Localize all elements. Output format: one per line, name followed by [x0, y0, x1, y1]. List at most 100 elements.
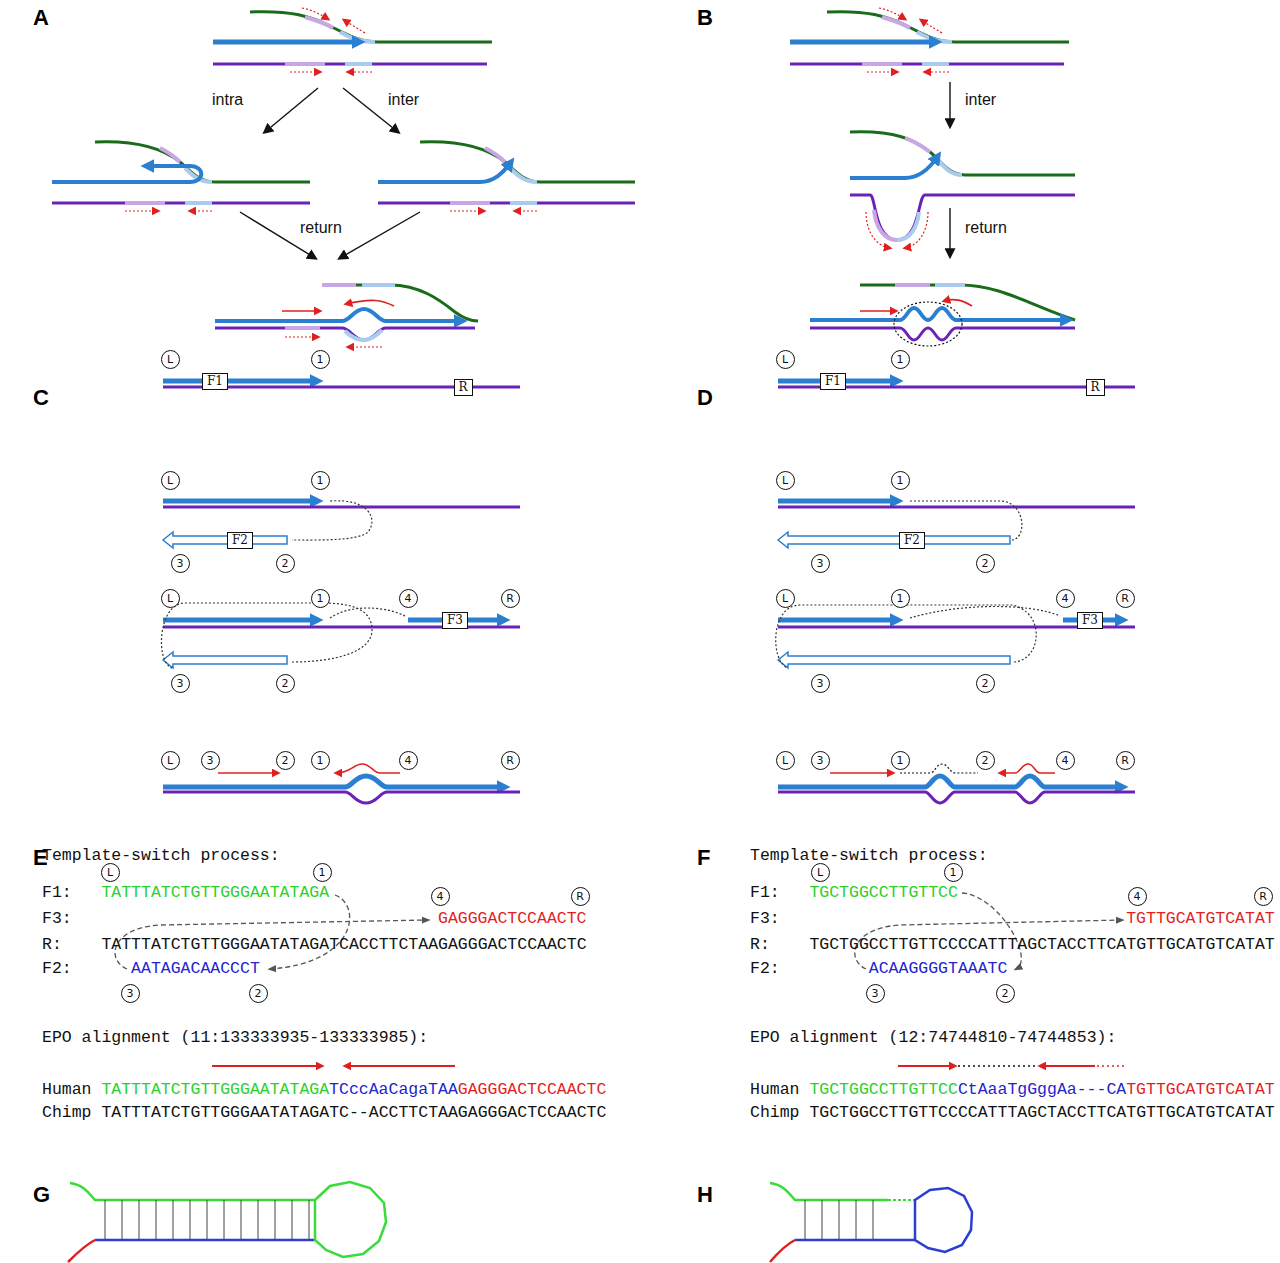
sequence-text: F1:	[750, 884, 780, 902]
panel-d-strands-part	[900, 764, 978, 773]
callout-circle: L	[776, 751, 795, 770]
callout-circle: 1	[891, 589, 910, 608]
sequence-green: TATTTATCTGTTGGGAATATAGA	[101, 1081, 329, 1099]
template-switch-start-part	[305, 17, 333, 28]
sequence-text: F3:	[750, 910, 780, 928]
returned-strand-part	[215, 328, 475, 340]
hairpin-h-part	[770, 1183, 888, 1200]
panel-d-strands-part	[776, 605, 1037, 668]
callout-circle: R	[1116, 589, 1135, 608]
sequence-blue: CtAaaTgGggAa---CA	[958, 1081, 1126, 1099]
sequence-red: GAGGGACTCCAACTC	[438, 910, 587, 928]
returned-strand-loop-part	[894, 302, 962, 346]
stage-arrows-part	[949, 208, 950, 256]
callout-number: 1	[317, 474, 324, 487]
callout-circle: 2	[996, 984, 1015, 1003]
hairpin-h	[770, 1183, 972, 1262]
template-switch-start-part	[290, 71, 320, 72]
intra-switch-part	[190, 210, 212, 211]
template-switch-start-part	[344, 20, 365, 33]
step-label: inter	[965, 91, 996, 109]
hairpin-g	[68, 1182, 386, 1262]
hairpin-h-part	[805, 1200, 873, 1240]
callout-circle: 4	[399, 751, 418, 770]
callout-circle: L	[811, 863, 830, 882]
inter-switch-loop-part	[935, 157, 962, 175]
callout-circle: 3	[171, 674, 190, 693]
inter-switch-loop	[850, 132, 1075, 248]
sequence-green: TGCTGGCCTTGTTCC	[809, 1081, 958, 1099]
panel-d-strands-part	[778, 792, 1135, 803]
sequence-blue: TCccAaCagaTAA	[329, 1081, 458, 1099]
panel-c-strands-part	[330, 608, 405, 618]
panel-d-strands-part	[910, 606, 1060, 618]
panel-d-strands-part	[778, 506, 1135, 509]
returned-strand-part	[285, 326, 320, 330]
panel-d-strands-part	[830, 772, 893, 774]
alignment-arrows-part	[345, 1065, 455, 1067]
inter-switch-loop-part	[850, 156, 938, 178]
hairpin-h-part	[795, 1239, 915, 1242]
returned-strand-loop-part	[810, 328, 1075, 340]
fragment-box: F2	[899, 532, 925, 549]
sequence-text: EPO alignment (12:74744810-74744853):	[750, 1029, 1116, 1047]
callout-circle: L	[161, 471, 180, 490]
callout-number: 3	[872, 987, 879, 1000]
sequence-text: Human	[750, 1081, 800, 1099]
returned-strand	[215, 285, 478, 347]
fragment-box: F1	[820, 373, 846, 390]
panel-c-strands-part	[163, 379, 318, 384]
callout-circle: R	[501, 589, 520, 608]
callout-circle: 4	[1056, 751, 1075, 770]
callout-number: 4	[405, 592, 412, 605]
callout-number: 3	[207, 754, 214, 767]
callout-circle: 4	[1056, 589, 1075, 608]
returned-strand-part	[282, 310, 320, 312]
callout-circle: 2	[249, 984, 268, 1003]
sequence-text: TGCTGGCCTTGTTCCCCATTTAGCTACCTTCATGTTGCAT…	[809, 936, 1274, 954]
alignment-arrows-part	[958, 1065, 1035, 1067]
panel-c-strands-part	[163, 618, 318, 623]
inter-switch-part	[450, 201, 490, 205]
callout-number: 3	[177, 677, 184, 690]
callout-circle: L	[161, 751, 180, 770]
inter-switch-part	[510, 168, 537, 182]
sequence-text: Template-switch process:	[750, 847, 988, 865]
fragment-name: F2	[904, 533, 920, 547]
template-switch-start-part	[213, 63, 487, 66]
callout-number: 1	[317, 592, 324, 605]
callout-number: 2	[255, 987, 262, 1000]
callout-number: 2	[982, 557, 989, 570]
callout-circle: 1	[891, 751, 910, 770]
inter-switch-loop-part	[897, 212, 919, 240]
intra-switch-part	[185, 201, 212, 205]
hairpin-g-part	[95, 1239, 315, 1242]
inter-switch-part	[450, 210, 484, 211]
hairpin-g-part	[70, 1183, 315, 1200]
inter-switch-loop-part	[866, 212, 890, 248]
returned-strand-loop	[810, 285, 1075, 346]
panel-c-strands-part	[218, 772, 278, 774]
sequence-text: R:	[750, 936, 770, 954]
fragment-box: F3	[1077, 612, 1103, 629]
inter-switch-part	[485, 148, 505, 162]
alignment-arrows-part	[1040, 1065, 1095, 1067]
intra-switch-part	[125, 201, 165, 205]
sequence-red: GAGGGACTCCAACTC	[458, 1081, 607, 1099]
callout-circle: 3	[811, 751, 830, 770]
panel-c-strands-part	[163, 532, 287, 548]
intra-switch	[52, 142, 310, 211]
sequence-text: F2:	[750, 960, 780, 978]
returned-strand-loop-part	[944, 300, 972, 306]
panel-d-strands-part	[778, 652, 1010, 668]
panel-letter: C	[33, 386, 49, 410]
callout-circle: 2	[976, 751, 995, 770]
callout-circle: 3	[811, 674, 830, 693]
callout-number: 2	[982, 677, 989, 690]
callout-circle: 1	[891, 471, 910, 490]
hairpin-g-part	[68, 1240, 95, 1262]
callout-number: 2	[282, 557, 289, 570]
fragment-name: F1	[825, 374, 841, 388]
callout-circle: R	[1254, 887, 1273, 906]
